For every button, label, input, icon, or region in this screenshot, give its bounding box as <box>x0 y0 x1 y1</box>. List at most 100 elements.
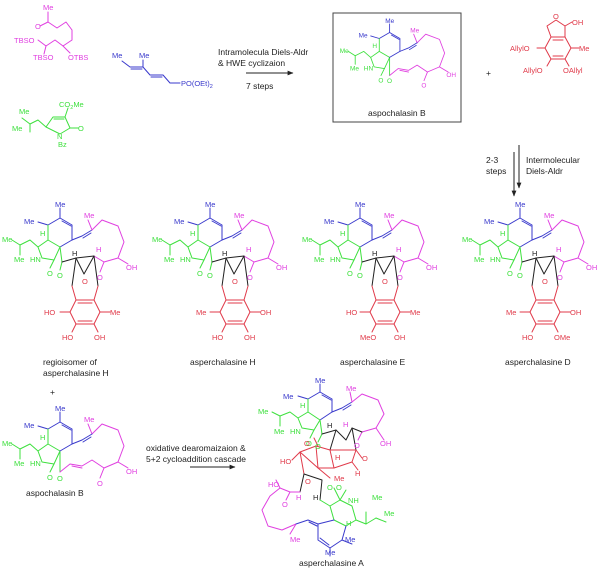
label-me-mag: Me <box>346 384 356 393</box>
aryl-label-1: HO <box>44 308 55 317</box>
label-hn: HN <box>290 427 301 436</box>
label-o-red2: O <box>362 454 368 463</box>
step2-right-line1: Intermolecular <box>526 155 580 165</box>
label-me-left: Me <box>283 392 293 401</box>
aryl-label-2: Me <box>410 308 420 317</box>
aryl-label-3: MeO <box>360 333 376 342</box>
caption-line1: asperchalasine H <box>190 357 256 367</box>
aryl-label-3: HO <box>522 333 533 342</box>
product-asperchalasine-h: Me OH HO OH asperchalasine H <box>151 199 288 367</box>
bottom-reactant-caption: aspochalasin B <box>26 488 84 498</box>
aryl-label-4: OH <box>394 333 405 342</box>
step2-left-line1: 2-3 <box>486 155 499 165</box>
aryl-label-4: OMe <box>554 333 570 342</box>
label-phosphonate: PO(OEt)2 <box>181 79 213 90</box>
label-me-2: Me <box>139 51 149 60</box>
aryl-label-1: Me <box>196 308 206 317</box>
product-regioisomer: HO Me HO OH regioisomer of asperchalasin… <box>1 199 138 378</box>
bottom-reaction: oxidative dearomaizaion & 5+2 cycloaddit… <box>146 443 246 470</box>
label-me-blue-b2: Me <box>325 548 335 557</box>
step2-reaction: 2-3 steps Intermolecular Diels-Aldr <box>486 145 580 197</box>
caption-line2: asperchalasine H <box>43 368 109 378</box>
label-me-mag-b: Me <box>290 535 300 544</box>
label-me-g1: Me <box>258 407 268 416</box>
label-h-mag: H <box>343 420 348 429</box>
label-me: Me <box>43 3 53 12</box>
plus-sign: + <box>486 68 491 78</box>
asperchalasine-a-caption: asperchalasine A <box>299 558 364 568</box>
label-o: O <box>35 22 41 31</box>
aryl-label-4: OH <box>94 333 105 342</box>
aryl-label-4: OH <box>244 333 255 342</box>
aryl-label-3: HO <box>212 333 223 342</box>
label-me-2: Me <box>12 124 22 133</box>
label-co2me: CO2Me <box>59 100 84 111</box>
label-h-red1: H <box>335 453 340 462</box>
aryl-label-2: Me <box>110 308 120 317</box>
label-h-black: H <box>327 421 332 430</box>
step1-steps: 7 steps <box>246 81 273 91</box>
asperchalasine-a: Me Me H Me Me HN O O H H Me O OH O HO O … <box>258 376 394 568</box>
step1-condition-line1: Intramolecula Diels-Aldr <box>218 47 308 57</box>
label-oh: OH <box>572 18 583 27</box>
label-tbso-1: TBSO <box>14 36 35 45</box>
label-me-g2: Me <box>274 427 284 436</box>
bottom-condition-line2: 5+2 cycloaddition cascade <box>146 454 246 464</box>
label-h-black-b: H <box>313 493 318 502</box>
label-me-blue-b1: Me <box>345 535 355 544</box>
label-allylo-1: AllylO <box>510 44 530 53</box>
bottom-aspochalasin-b: aspochalasin B <box>1 403 138 498</box>
product-asperchalasine-e: HO Me MeO OH asperchalasine E <box>301 199 438 367</box>
label-oallyl: OAllyl <box>563 66 583 75</box>
label-bz: Bz <box>58 140 67 149</box>
aromatic-partner: O OH AllylO Me AllylO OAllyl <box>510 12 589 75</box>
label-o-mag: O <box>354 441 360 450</box>
label-nh: NH <box>348 496 359 505</box>
label-me: Me <box>579 44 589 53</box>
pyrrolinone: Me Me CO2Me N O Bz <box>12 100 84 149</box>
label-o-red1: O <box>304 439 310 448</box>
aryl-label-1: HO <box>346 308 357 317</box>
ketone-fragment: Me O TBSO TBSO OTBS <box>14 3 88 62</box>
label-o: O <box>553 12 559 21</box>
label-h-g-b: H <box>346 519 351 528</box>
aryl-label-2: OH <box>260 308 271 317</box>
label-me-g-b1: Me <box>372 493 382 502</box>
caption-line1: asperchalasine E <box>340 357 406 367</box>
label-o: O <box>78 124 84 133</box>
step1-condition-line2: & HWE cyclizaion <box>218 58 285 68</box>
label-o-mag-b: O <box>282 500 288 509</box>
label-h: H <box>300 401 305 410</box>
label-me-1: Me <box>112 51 122 60</box>
step2-left-line2: steps <box>486 166 506 176</box>
step1-reaction: Intramolecula Diels-Aldr & HWE cyclizaio… <box>218 47 308 91</box>
label-me-1: Me <box>19 107 29 116</box>
aspochalasin-b-box: aspochalasin B <box>332 12 462 123</box>
caption-line1: regioisomer of <box>43 357 97 367</box>
label-o-g1: O <box>306 439 312 448</box>
aryl-label-2: OH <box>570 308 581 317</box>
product-asperchalasine-d: Me OH HO OMe asperchalasine D <box>461 199 598 367</box>
label-o-red3: O <box>305 477 311 486</box>
label-o-g-b2: O <box>336 483 342 492</box>
label-me-top: Me <box>315 376 325 385</box>
bottom-condition-line1: oxidative dearomaizaion & <box>146 443 246 453</box>
aryl-label-3: HO <box>62 333 73 342</box>
label-otbs: OTBS <box>68 53 88 62</box>
aryl-label-1: Me <box>506 308 516 317</box>
label-oh-mag: OH <box>380 439 391 448</box>
label-tbso-2: TBSO <box>33 53 54 62</box>
caption-line1: asperchalasine D <box>505 357 571 367</box>
label-h-red2: H <box>355 469 360 478</box>
label-me-g-b2: Me <box>384 509 394 518</box>
label-me-red: Me <box>334 474 344 483</box>
label-ho-red: HO <box>280 457 291 466</box>
label-o-g2: O <box>315 442 321 451</box>
diene-phosphonate: Me Me PO(OEt)2 <box>112 51 213 90</box>
label-allylo-2: AllylO <box>523 66 543 75</box>
bottom-plus-sign: + <box>50 387 55 397</box>
label-ho-mag: HO <box>268 480 279 489</box>
step2-right-line2: Diels-Aldr <box>526 166 563 176</box>
label-o-g-b: O <box>327 483 333 492</box>
